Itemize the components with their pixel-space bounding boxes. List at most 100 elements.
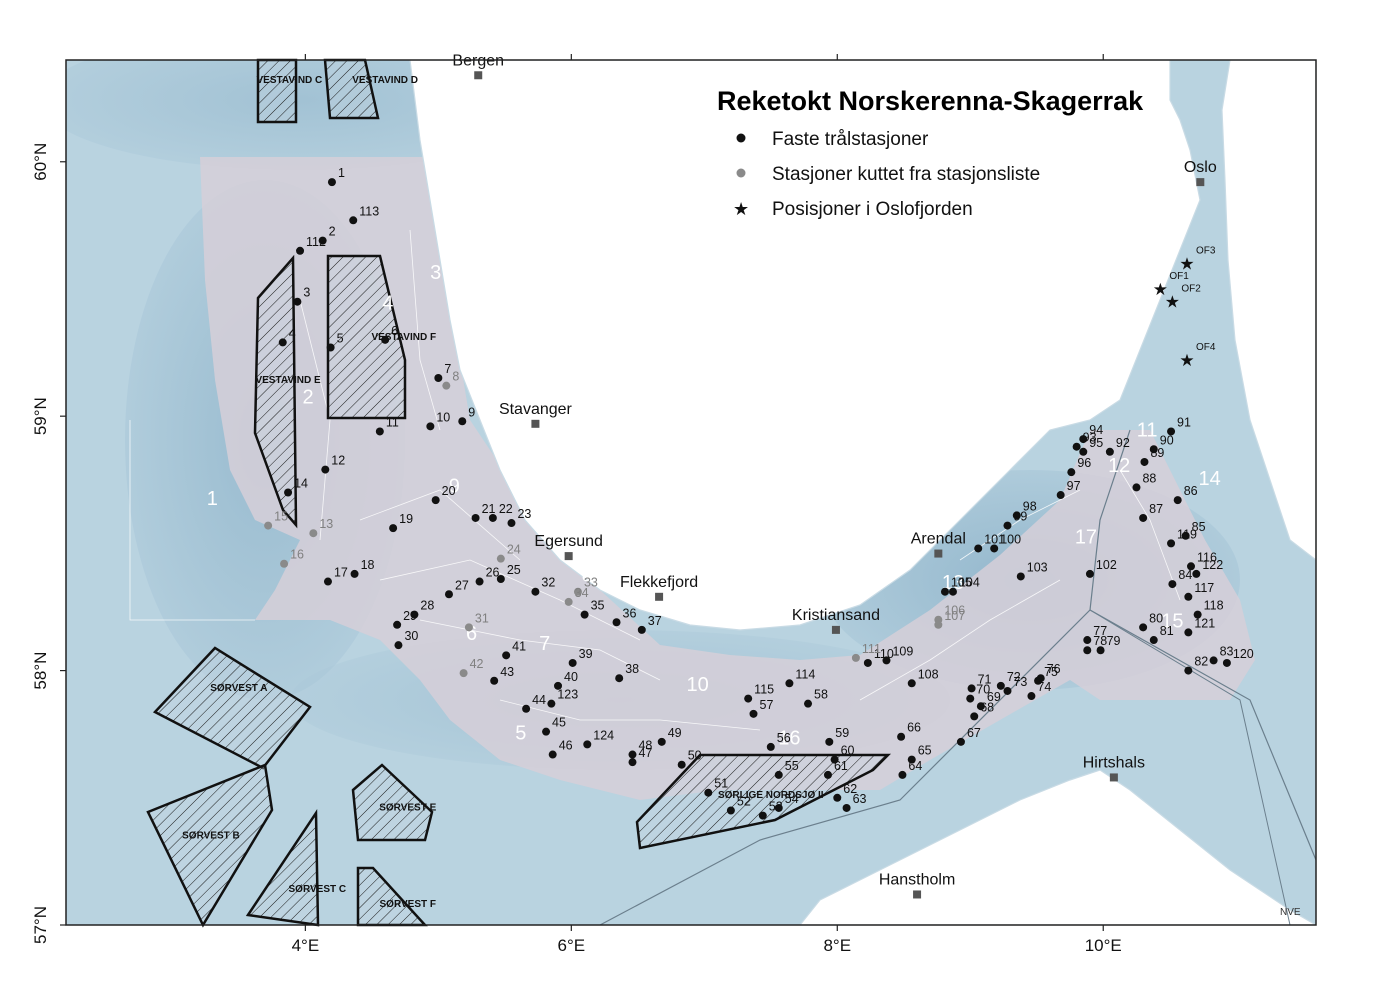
station-label: 83: [1220, 644, 1234, 658]
station-dot: [464, 623, 473, 632]
station-dot: [842, 803, 851, 812]
station-dot: [459, 669, 468, 678]
station-label: 42: [470, 657, 484, 671]
wind-area-vestavind-f: [326, 254, 407, 420]
wind-area-label: SØRVEST A: [210, 683, 267, 694]
station-label: 71: [978, 672, 992, 686]
station-dot: [502, 651, 511, 660]
station-label: 9: [468, 405, 475, 419]
legend: Reketokt Norskerenna-Skagerrak Faste trå…: [717, 86, 1144, 220]
station-dot: [1139, 513, 1148, 522]
station-dot: [1083, 646, 1092, 655]
station-label: 67: [967, 726, 981, 740]
station-label: 110: [874, 647, 894, 661]
station-dot: [823, 770, 832, 779]
subarea-boundaries: [129, 229, 1181, 731]
station-dot: [1072, 442, 1081, 451]
city-marker-icon: [934, 549, 943, 558]
station-label: 20: [442, 484, 456, 498]
station-dot: [475, 577, 484, 586]
station-label: 52: [737, 795, 751, 809]
legend-item-cut: Stasjoner kuttet fra stasjonsliste: [736, 164, 1040, 185]
station-label: 94: [1089, 423, 1103, 437]
station-label: 111: [862, 642, 881, 656]
station-label: 91: [1177, 415, 1191, 429]
wind-area-sorvest-a: [152, 646, 312, 770]
station-dot: [496, 575, 505, 583]
station-label: 33: [584, 576, 598, 590]
station-dot: [774, 770, 783, 779]
station-dot: [1105, 447, 1114, 456]
station-label: 123: [557, 688, 578, 702]
station-dot: [1036, 674, 1045, 683]
station-label: 92: [1116, 436, 1130, 450]
station-label: 124: [593, 728, 614, 742]
survey-area-number: 8: [582, 565, 593, 587]
city-label: Oslo: [1184, 159, 1217, 176]
city-marker-icon: [655, 592, 664, 601]
station-dot: [350, 569, 359, 578]
station-dot: [488, 513, 497, 522]
station-label: 105: [951, 576, 972, 590]
station-label: 73: [1013, 675, 1027, 689]
station-dot: [967, 684, 976, 693]
station-dot: [898, 770, 907, 779]
station-label: 106: [944, 604, 965, 618]
land-sweden: [1221, 60, 1316, 561]
station-dot: [293, 297, 302, 306]
station-label: 97: [1067, 479, 1081, 493]
survey-area-number: 10: [687, 674, 709, 696]
station-label: 85: [1192, 520, 1206, 534]
station-dot: [1132, 483, 1141, 492]
station-label: 30: [404, 629, 418, 643]
station-dot: [704, 788, 713, 797]
legend-dot-cut: [736, 168, 746, 178]
station-label: 86: [1184, 484, 1198, 498]
oslofjord-star-icon: ★: [1165, 293, 1180, 312]
wind-area-label: VESTAVIND E: [255, 375, 321, 386]
station-label: 113: [359, 204, 379, 218]
station-label: 60: [841, 744, 855, 758]
station-dot: [1209, 656, 1218, 665]
station-label: 77: [1093, 624, 1107, 638]
station-dot: [1027, 692, 1036, 701]
station-label: 40: [564, 670, 578, 684]
station-dot: [1016, 572, 1025, 581]
city-label: Stavanger: [499, 401, 573, 418]
survey-area-number: 11: [1137, 420, 1158, 442]
y-tick-label: 57°N: [31, 906, 50, 944]
city-marker-icon: [913, 890, 922, 899]
station-dot: [825, 737, 834, 746]
survey-area-number: 14: [1198, 468, 1220, 490]
station-dot: [458, 417, 467, 426]
station-dot: [522, 704, 531, 713]
station-dot: [284, 488, 293, 497]
wind-area-sorvest-e: [351, 763, 434, 842]
station-dot: [583, 740, 592, 749]
station-dot: [496, 554, 505, 563]
station-label: 24: [507, 543, 521, 557]
station-dot: [1149, 445, 1158, 454]
station-dot: [974, 544, 983, 553]
survey-area-number: 5: [515, 722, 526, 744]
station-dot: [934, 620, 943, 629]
station-label: 56: [777, 731, 791, 745]
station-dot: [1187, 562, 1195, 571]
station-label: 32: [541, 576, 555, 590]
city-marker-icon: [831, 625, 840, 634]
wind-area-label: SØRVEST F: [380, 899, 437, 910]
station-dot: [507, 519, 516, 528]
station-label: 23: [517, 507, 531, 521]
legend-label-oslofjord: Posisjoner i Oslofjorden: [772, 199, 973, 220]
station-dot: [785, 679, 794, 688]
station-label: 43: [500, 665, 514, 679]
station-label: 25: [507, 563, 521, 577]
station-label: 61: [834, 759, 848, 773]
station-label: 12: [331, 454, 345, 468]
station-dot: [323, 577, 332, 586]
land-denmark: [799, 769, 1316, 925]
station-dot: [318, 236, 327, 245]
station-dot: [897, 732, 906, 741]
